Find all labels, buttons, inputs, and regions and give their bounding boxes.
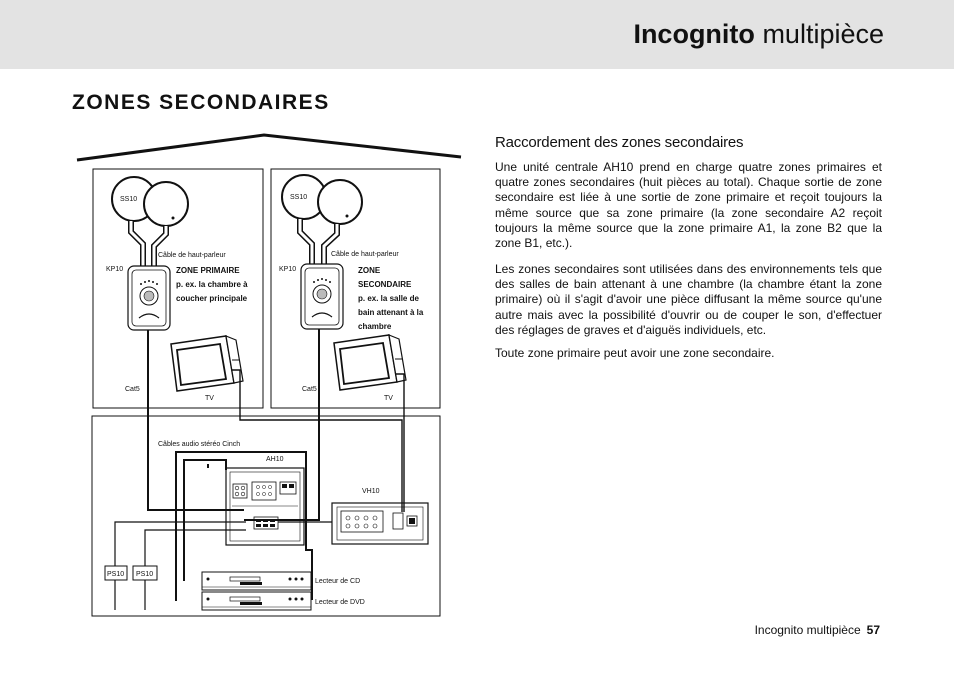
footer: Incognito multipièce 57 — [755, 623, 880, 637]
ps10-right-label: PS10 — [136, 571, 153, 578]
header-title: Incognito multipièce — [633, 18, 884, 50]
right-speaker-cable-label: Câble de haut-parleur — [331, 251, 399, 258]
left-cat5-label: Cat5 — [125, 386, 140, 393]
header-band: Incognito multipièce — [0, 0, 954, 69]
ps10-right: PS10 — [132, 565, 158, 581]
right-room-box — [270, 168, 441, 409]
footer-text: Incognito multipièce — [754, 623, 861, 637]
paragraph-1: Une unité centrale AH10 prend en charge … — [495, 160, 882, 251]
svg-text:ZONE PRIMAIRE: ZONE PRIMAIRE — [176, 266, 240, 275]
equipment-room-box — [91, 415, 441, 617]
right-speakers — [281, 174, 363, 225]
svg-text:p. ex. la chambre à: p. ex. la chambre à — [176, 280, 248, 289]
right-ss10-label: SS10 — [290, 194, 307, 201]
svg-text:coucher principale: coucher principale — [176, 294, 248, 303]
left-speakers — [111, 176, 189, 227]
ps10-left: PS10 — [104, 565, 128, 581]
vh10-label: VH10 — [362, 488, 380, 495]
dvd-player-label: Lecteur de DVD — [315, 599, 365, 606]
right-keypad — [300, 263, 344, 330]
left-speaker-cable-label: Câble de haut-parleur — [158, 252, 226, 259]
right-cat5-label: Cat5 — [302, 386, 317, 393]
left-kp10-label: KP10 — [106, 266, 123, 273]
page-title: ZONES SECONDAIRES — [72, 91, 330, 114]
header-title-suffix: multipièce — [762, 19, 884, 49]
svg-text:SECONDAIRE: SECONDAIRE — [358, 280, 412, 289]
svg-text:chambre: chambre — [358, 322, 392, 331]
rca-cables-label: Câbles audio stéréo Cinch — [158, 441, 240, 448]
ah10-label: AH10 — [266, 456, 284, 463]
svg-text:ZONE: ZONE — [358, 266, 381, 275]
left-ss10-label: SS10 — [120, 196, 137, 203]
cat5-wiring — [114, 329, 405, 610]
left-tv — [170, 335, 244, 392]
ah10-hub — [225, 467, 305, 546]
left-keypad — [127, 265, 171, 331]
left-room-box — [92, 168, 264, 409]
right-zone-label: ZONE SECONDAIRE p. ex. la salle de bain … — [358, 266, 424, 331]
left-tv-label: TV — [205, 395, 214, 402]
dvd-player — [201, 591, 312, 611]
svg-text:p. ex. la salle de: p. ex. la salle de — [358, 294, 419, 303]
page-number: 57 — [866, 623, 880, 637]
rca-wiring — [175, 451, 313, 601]
section-subtitle: Raccordement des zones secondaires — [495, 134, 744, 151]
left-zone-label: ZONE PRIMAIRE p. ex. la chambre à couche… — [176, 266, 248, 303]
svg-text:bain attenant à la: bain attenant à la — [358, 308, 424, 317]
ps10-left-label: PS10 — [107, 571, 124, 578]
right-kp10-label: KP10 — [279, 266, 296, 273]
house-roof — [76, 133, 462, 162]
paragraph-3: Toute zone primaire peut avoir une zone … — [495, 346, 775, 360]
cd-player-label: Lecteur de CD — [315, 578, 360, 585]
right-tv — [333, 334, 407, 391]
paragraph-2: Les zones secondaires sont utilisées dan… — [495, 262, 882, 337]
right-tv-label: TV — [384, 395, 393, 402]
header-title-brand: Incognito — [633, 19, 755, 49]
vh10-hub — [331, 502, 429, 545]
cd-player — [201, 571, 312, 591]
